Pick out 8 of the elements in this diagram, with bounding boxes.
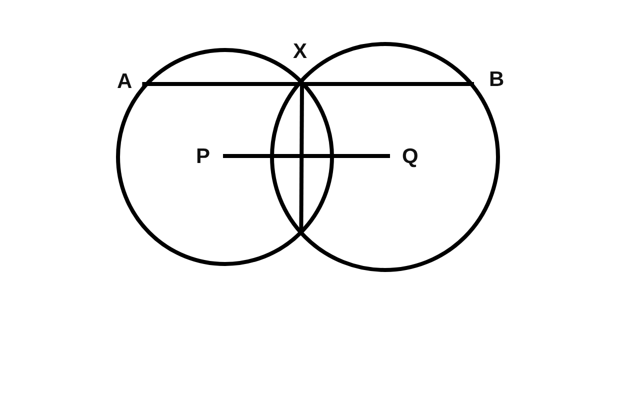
point-label: A: [117, 71, 132, 93]
point-label: P: [196, 146, 210, 168]
line-segment: [223, 154, 390, 158]
point-label: Q: [402, 146, 418, 168]
point-label: X: [293, 41, 308, 63]
line-segment: [142, 82, 474, 86]
point-label: B: [489, 69, 504, 91]
line-segment: [299, 84, 304, 232]
